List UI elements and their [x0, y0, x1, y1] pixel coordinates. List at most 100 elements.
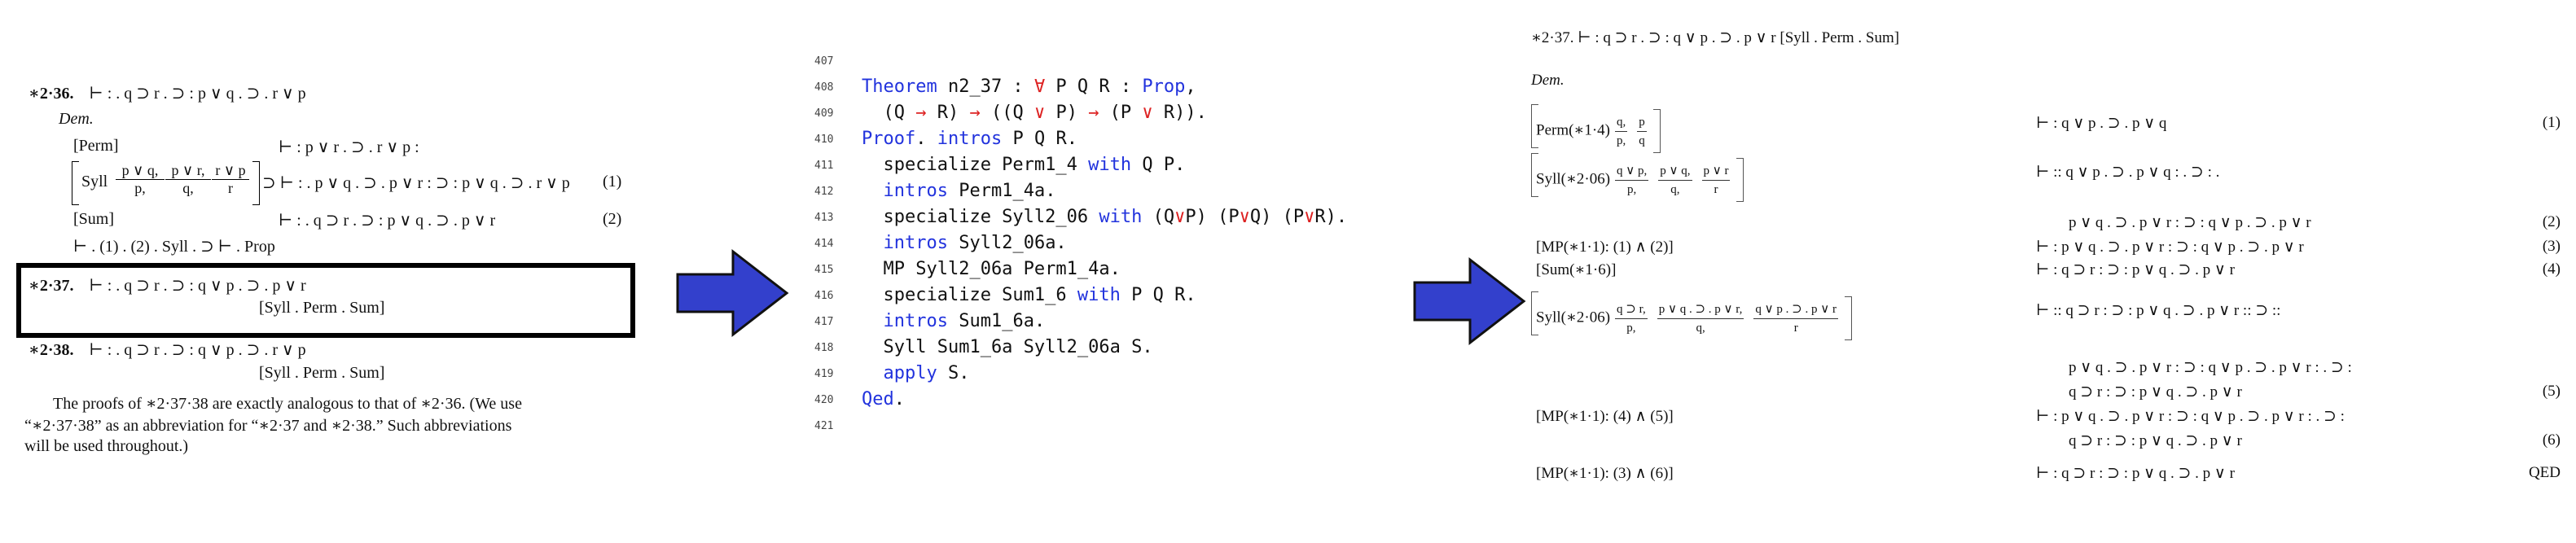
theorem-formula: ⊢ : . q ⊃ r . ⊃ : q ∨ p . ⊃ . r ∨ p [89, 341, 306, 359]
justification-label: [Sum(∗1·6)] [1536, 261, 1617, 278]
code-token: P Q R : [1045, 77, 1143, 97]
justification-label: [MP(∗1·1): (3) ∧ (6)] [1536, 465, 1674, 482]
justification-label: Syll(∗2·06) [1536, 170, 1611, 188]
fraction-top: p ∨ q, [1658, 162, 1692, 181]
code-token: (Q [862, 103, 916, 123]
right-arrow-icon [1413, 256, 1526, 346]
substitution-fraction: p ∨ q . ⊃ . p ∨ r,q, [1657, 300, 1744, 337]
line-number: (2) [603, 210, 622, 228]
line-number: 407 [814, 55, 834, 68]
symbol-token: ∨ [1142, 103, 1153, 123]
keyword-token: intros [937, 129, 1003, 149]
code-token: P Q R. [1002, 129, 1077, 149]
code-token: P) [1045, 103, 1089, 123]
perm-line: ⊢ : p ∨ r . ⊃ . r ∨ p : [279, 138, 419, 156]
code-token: Q P. [1131, 155, 1186, 175]
code-token: R). [1314, 207, 1348, 227]
keyword-token: Prop [1142, 77, 1186, 97]
code-token: P) (P [1185, 207, 1240, 227]
line-number: 421 [814, 420, 834, 432]
code-text: Theorem n2_37 : ∀ P Q R : Prop, [862, 77, 1196, 97]
paragraph-line: The proofs of ∗2·37·38 are exactly analo… [53, 395, 522, 413]
keyword-token: Qed [862, 389, 894, 409]
line-number: 413 [814, 212, 834, 224]
syll-frac-3: r ∨ p r [212, 162, 249, 197]
bracket-right [1844, 296, 1852, 340]
syll-frac-1: p ∨ q, p, [116, 162, 165, 197]
conclusion-line: ⊢ . (1) . (2) . Syll . ⊃ ⊢ . Prop [73, 238, 275, 256]
keyword-token: Theorem [862, 77, 937, 97]
highlight-box [16, 263, 635, 338]
line-number: (6) [2542, 431, 2561, 449]
code-text: specialize Syll2_06 with (Q∨P) (P∨Q) (P∨… [862, 207, 1347, 227]
code-token: Perm1_4a. [947, 181, 1056, 201]
syll-frac-2: p ∨ r, q, [165, 162, 211, 197]
code-token [862, 311, 884, 331]
code-token: Syll Sum1_6a Syll2_06a S. [862, 337, 1153, 357]
code-text: intros Sum1_6a. [862, 311, 1046, 331]
code-token: ((Q [980, 103, 1034, 123]
syll-tag: Syll [81, 173, 108, 190]
code-text: intros Perm1_4a. [862, 181, 1056, 201]
code-text: MP Syll2_06a Perm1_4a. [862, 259, 1120, 279]
derivation-formula: ⊢ : q ⊃ r : ⊃ : p ∨ q . ⊃ . p ∨ r [2036, 465, 2235, 482]
syll-line: ⊃ ⊢ : . p ∨ q . ⊃ . p ∨ r : ⊃ : p ∨ q . … [262, 174, 570, 192]
line-number: 411 [814, 160, 834, 172]
justification-label: [MP(∗1·1): (4) ∧ (5)] [1536, 408, 1674, 425]
line-number: 410 [814, 134, 834, 146]
substitution-fraction: q ⊃ r,p, [1615, 300, 1648, 337]
code-token: R)). [1152, 103, 1207, 123]
fraction-bottom: p, [1617, 134, 1626, 147]
fraction-bottom: p, [1627, 182, 1637, 196]
line-number: 412 [814, 186, 834, 198]
fraction-bottom: r [1793, 321, 1798, 335]
justification-label: Syll(∗2·06) [1536, 309, 1611, 326]
syll-frac-bot: p, [134, 180, 146, 196]
code-token [862, 181, 884, 201]
symbol-token: ∨ [1304, 207, 1315, 227]
substitution-fraction: q,p, [1615, 113, 1628, 150]
fraction-top: q ∨ p . ⊃ . p ∨ r [1753, 300, 1838, 319]
right-arrow-icon [676, 248, 789, 338]
symbol-token: → [1088, 103, 1099, 123]
derivation-formula: p ∨ q . ⊃ . p ∨ r : ⊃ : q ∨ p . ⊃ . p ∨ … [2069, 359, 2352, 376]
theorem-ref: [Syll . Perm . Sum] [259, 299, 385, 317]
syll-frac-bot: q, [182, 180, 194, 196]
substitution-fraction: p ∨ q,q, [1658, 162, 1692, 199]
justification: [MP(∗1·1): (1) ∧ (2)] [1536, 238, 1674, 256]
line-number: (3) [2542, 238, 2561, 255]
justification-label: [MP(∗1·1): (1) ∧ (2)] [1536, 239, 1674, 256]
theorem-2-37: ∗2·37. ⊢ : . q ⊃ r . ⊃ : q ∨ p . ⊃ . p ∨… [29, 275, 306, 296]
line-number: 409 [814, 107, 834, 120]
fraction-bottom: q [1639, 134, 1645, 147]
theorem-2-38: ∗2·38. ⊢ : . q ⊃ r . ⊃ : q ∨ p . ⊃ . r ∨… [29, 339, 306, 360]
theorem-label: ∗2·37. [29, 277, 74, 295]
keyword-token: Proof [862, 129, 916, 149]
justification: [Sum(∗1·6)] [1536, 261, 1616, 279]
justification: [MP(∗1·1): (3) ∧ (6)] [1536, 464, 1674, 483]
derivation-formula: ⊢ : p ∨ q . ⊃ . p ∨ r : ⊃ : q ∨ p . ⊃ . … [2036, 408, 2345, 425]
code-text: apply S. [862, 363, 970, 383]
line-number: (4) [2542, 261, 2561, 278]
fraction-top: p [1637, 113, 1647, 132]
code-token: P Q R. [1120, 285, 1196, 305]
syll-frac-bot: r [228, 180, 233, 196]
sum-line: ⊢ : . q ⊃ r . ⊃ : p ∨ q . ⊃ . p ∨ r [279, 212, 496, 230]
code-token [862, 233, 884, 253]
derivation-formula: ⊢ :: q ⊃ r : ⊃ : p ∨ q . ⊃ . p ∨ r :: ⊃ … [2036, 302, 2281, 319]
code-token: Syll2_06a. [947, 233, 1067, 253]
theorem-2-36: ∗2·36. ⊢ : . q ⊃ r . ⊃ : p ∨ q . ⊃ . r ∨… [29, 83, 306, 103]
syll-bracket-left [72, 161, 79, 205]
code-text: Syll Sum1_6a Syll2_06a S. [862, 337, 1153, 357]
fraction-bottom: q, [1670, 182, 1680, 196]
keyword-token: intros [883, 233, 948, 253]
fraction-bottom: r [1714, 182, 1718, 196]
derivation-formula: ⊢ : q ∨ p . ⊃ . p ∨ q [2036, 115, 2167, 132]
fraction-top: q ∨ p, [1615, 162, 1649, 181]
theorem-formula: ⊢ : . q ⊃ r . ⊃ : p ∨ q . ⊃ . r ∨ p [89, 85, 306, 103]
code-text: Qed. [862, 389, 905, 409]
line-number: (2) [2542, 213, 2561, 230]
